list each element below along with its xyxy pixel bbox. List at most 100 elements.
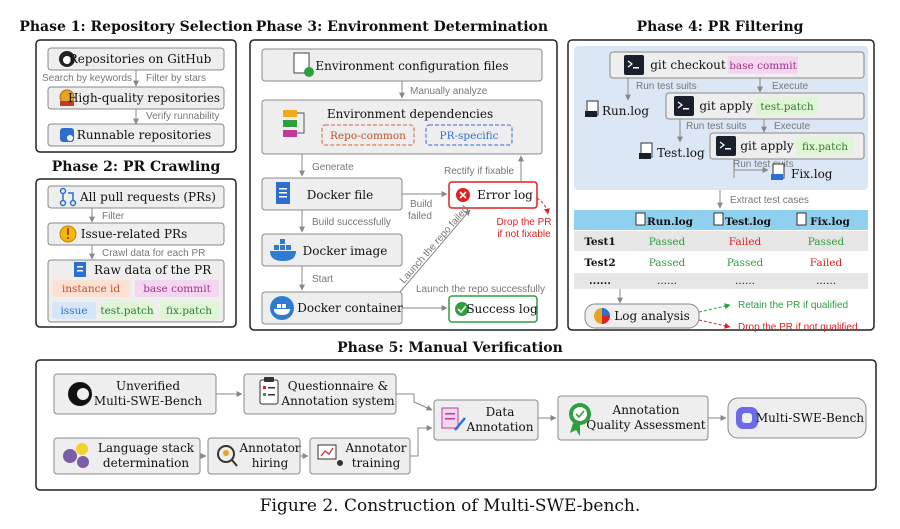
node-all-prs xyxy=(47,185,225,209)
git-apply-test-label: git apply xyxy=(699,99,753,113)
questionnaire-label-2: Annotation system xyxy=(280,394,395,408)
training-board-icon xyxy=(317,444,343,466)
log-analysis-label: Log analysis xyxy=(614,309,690,323)
svg-text:instance id: instance id xyxy=(62,283,121,295)
svg-text:test.patch: test.patch xyxy=(100,305,153,317)
language-label-2: determination xyxy=(103,456,189,470)
medal-icon xyxy=(59,89,75,106)
table-row xyxy=(574,252,868,272)
verify-runnability-label: Verify runnability xyxy=(146,111,219,122)
node-issue-prs xyxy=(47,222,225,246)
svg-text:Passed: Passed xyxy=(808,236,845,248)
extract-label: Extract test cases xyxy=(730,195,809,206)
chip-base-commit xyxy=(135,280,219,297)
data-annotation-label-2: Annotation xyxy=(466,420,534,434)
phase1-panel: Phase 1: Repository Selection Repositori… xyxy=(19,19,253,153)
table-header-run: Run.log xyxy=(647,216,694,228)
node-error-log xyxy=(448,181,538,209)
language-badges-icon xyxy=(63,443,89,468)
filter-stars-label: Filter by stars xyxy=(146,73,206,84)
node-env-deps xyxy=(261,99,543,155)
repo-common-box xyxy=(321,124,415,146)
terminal-icon xyxy=(674,96,694,116)
git-apply-fix-label: git apply xyxy=(740,139,794,153)
docker-file-label: Docker file xyxy=(307,188,373,202)
multi-swe-bench-logo-icon xyxy=(736,407,758,429)
unverified-label-2: Multi-SWE-Bench xyxy=(94,394,203,408)
svg-text:......: ...... xyxy=(735,275,755,287)
node-data-annotation xyxy=(433,399,539,441)
phase1-title: Phase 1: Repository Selection xyxy=(19,19,252,35)
svg-text:PR-specific: PR-specific xyxy=(440,130,499,142)
questionnaire-label-1: Questionnaire & xyxy=(288,379,389,393)
svg-text:Passed: Passed xyxy=(649,257,686,269)
run-suits-label-2: Run test suits xyxy=(686,121,747,132)
env-files-label: Environment configuration files xyxy=(315,59,508,73)
warning-icon xyxy=(59,225,77,243)
svg-text:fix.patch: fix.patch xyxy=(166,305,212,317)
chip-test-patch xyxy=(101,302,154,319)
svg-text:Test2: Test2 xyxy=(584,257,615,269)
test-log-label: Test.log xyxy=(657,146,705,160)
annotation-edit-icon xyxy=(441,407,466,431)
chip-issue xyxy=(52,302,96,319)
svg-text:test.patch: test.patch xyxy=(760,101,813,113)
high-quality-label: High-quality repositories xyxy=(68,91,220,105)
pull-request-icon xyxy=(59,187,77,207)
language-label-1: Language stack xyxy=(98,441,195,455)
clipboard-icon xyxy=(259,377,279,405)
phase5-panel: Phase 5: Manual Verification Unverified … xyxy=(35,340,877,491)
final-label: Multi-SWE-Bench xyxy=(756,411,865,425)
drop-pr-label-1: Drop the PR xyxy=(496,217,551,228)
svg-text:......: ...... xyxy=(816,275,836,287)
rectify-label: Rectify if fixable xyxy=(444,166,514,177)
table-header-test: Test.log xyxy=(725,216,772,228)
data-annotation-label-1: Data xyxy=(486,405,515,419)
svg-text:......: ...... xyxy=(657,275,677,287)
svg-text:Repo-common: Repo-common xyxy=(330,130,406,142)
all-prs-label: All pull requests (PRs) xyxy=(79,190,216,204)
success-log-label: Success log xyxy=(466,302,538,316)
phase3-panel: Phase 3: Environment Determination Envir… xyxy=(249,19,558,331)
docker-container-label: Docker container xyxy=(297,301,403,315)
drop-label: Drop the PR if not qualified xyxy=(738,322,858,333)
table-header-fix: Fix.log xyxy=(810,216,850,228)
generate-label: Generate xyxy=(312,162,354,173)
quality-label-2: Quality Assessment xyxy=(586,418,705,432)
github-icon xyxy=(59,51,75,67)
runnable-label: Runnable repositories xyxy=(77,128,211,142)
svg-text:Failed: Failed xyxy=(810,257,843,269)
crawl-label: Crawl data for each PR xyxy=(102,248,205,259)
run-log-label: Run.log xyxy=(602,104,649,118)
phase4-panel: Phase 4: PR Filtering git checkout base … xyxy=(567,19,875,333)
svg-text:fix.patch: fix.patch xyxy=(802,141,848,153)
training-label-1: Annotator xyxy=(344,441,406,455)
search-keywords-label: Search by keywords xyxy=(42,73,132,84)
phase2-panel: Phase 2: PR Crawling All pull requests (… xyxy=(35,159,237,328)
document-icon xyxy=(74,262,86,277)
node-success-log xyxy=(448,295,538,323)
chip-fix-patch xyxy=(160,302,219,319)
fix-log-label: Fix.log xyxy=(791,167,833,181)
docker-whale-icon xyxy=(270,239,296,261)
svg-text:Failed: Failed xyxy=(729,236,762,248)
env-deps-label: Environment dependencies xyxy=(327,107,493,121)
node-runnable xyxy=(47,123,225,147)
phase5-title: Phase 5: Manual Verification xyxy=(337,340,563,356)
table-row xyxy=(574,231,868,251)
terminal-icon xyxy=(624,55,644,75)
svg-text:base commit: base commit xyxy=(729,60,797,72)
chip-instance-id xyxy=(52,280,130,297)
check-icon xyxy=(455,302,469,316)
fix-log-icon xyxy=(771,163,785,180)
test-log-icon xyxy=(639,142,653,159)
quality-badge-icon xyxy=(569,403,591,436)
dataset-logo-icon xyxy=(68,382,92,406)
svg-text:Passed: Passed xyxy=(727,257,764,269)
terminal-icon xyxy=(716,136,736,156)
svg-text:base commit: base commit xyxy=(143,283,211,295)
svg-text:issue: issue xyxy=(60,305,87,317)
run-suits-label-3: Run test suits xyxy=(733,159,794,170)
pr-specific-box xyxy=(425,124,513,146)
